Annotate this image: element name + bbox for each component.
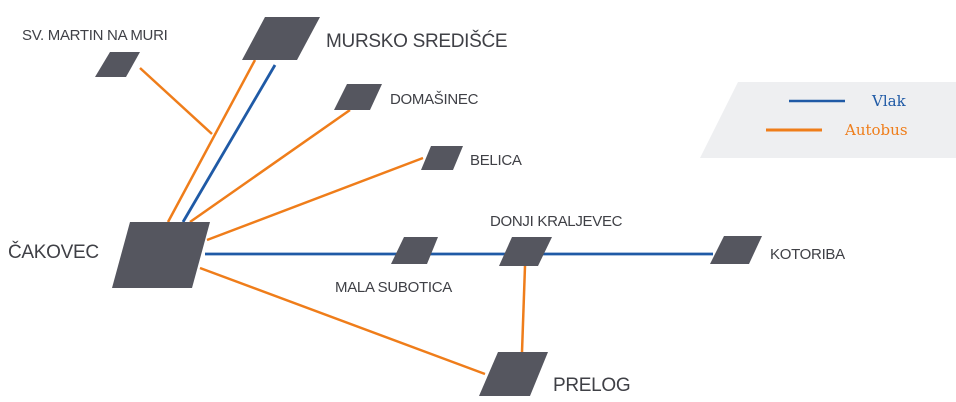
label-domasinec: DOMAŠINEC xyxy=(390,91,479,108)
station-marker-domasinec xyxy=(334,84,382,110)
station-marker-sv-martin xyxy=(95,52,140,77)
bus-route-donjikraljevec-prelog xyxy=(520,265,527,353)
bus-route-cakovec-prelog xyxy=(199,266,486,376)
legend: Vlak Autobus xyxy=(700,82,956,158)
train-route-cakovec-mursko xyxy=(181,64,277,223)
station-marker-mursko-sredisce xyxy=(242,17,320,60)
legend-bus-label: Autobus xyxy=(844,121,908,139)
label-belica: BELICA xyxy=(470,152,522,169)
legend-train-label: Vlak xyxy=(871,92,907,110)
label-donji-kraljevec: DONJI KRALJEVEC xyxy=(490,213,623,230)
station-marker-belica xyxy=(421,146,463,170)
station-marker-mala-subotica xyxy=(391,237,438,264)
bus-route-cakovec-domasinec xyxy=(189,108,351,224)
station-marker-kotoriba xyxy=(710,236,762,264)
train-routes xyxy=(181,64,713,256)
bus-route-cakovec-mursko xyxy=(166,59,257,223)
label-mursko-sredisce: MURSKO SREDIŠĆE xyxy=(326,30,507,52)
label-kotoriba: KOTORIBA xyxy=(770,246,845,263)
label-mala-subotica: MALA SUBOTICA xyxy=(335,279,452,296)
station-labels: ČAKOVEC SV. MARTIN NA MURI MURSKO SREDIŠ… xyxy=(8,27,845,396)
bus-routes xyxy=(139,59,527,376)
legend-background xyxy=(700,82,956,158)
label-prelog: PRELOG xyxy=(553,375,630,396)
label-cakovec: ČAKOVEC xyxy=(8,241,99,263)
bus-route-svmartin-junction xyxy=(139,67,213,135)
station-marker-prelog xyxy=(479,352,548,396)
station-markers xyxy=(95,17,762,396)
station-marker-cakovec xyxy=(112,222,210,288)
label-sv-martin: SV. MARTIN NA MURI xyxy=(22,27,167,44)
station-marker-donji-kraljevec xyxy=(499,237,552,266)
bus-route-cakovec-belica xyxy=(206,156,424,242)
